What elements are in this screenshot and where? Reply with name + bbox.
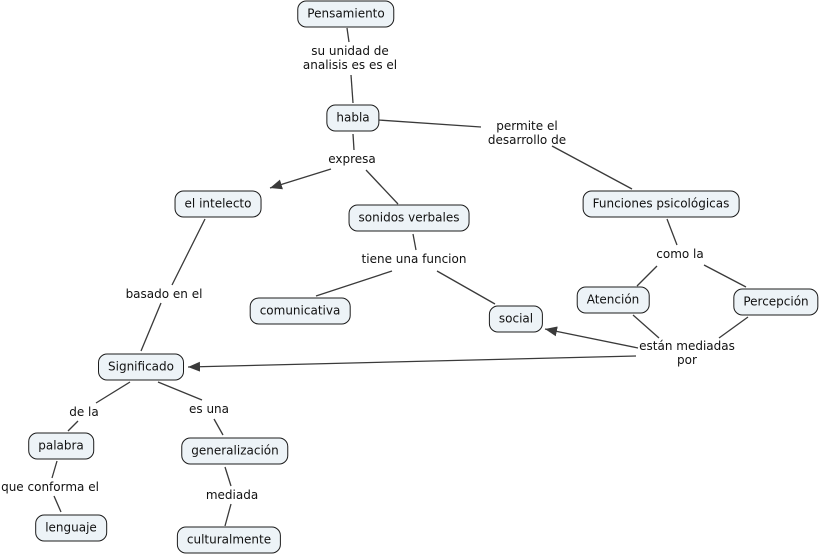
- node-pensamiento[interactable]: Pensamiento: [297, 0, 395, 28]
- edge-label-habla: [350, 74, 354, 104]
- node-percepcion[interactable]: Percepción: [733, 288, 819, 316]
- edge-permite-funciones: [551, 145, 633, 190]
- link-label-expresa[interactable]: expresa: [328, 152, 376, 166]
- node-generalizacion[interactable]: generalización: [181, 437, 289, 465]
- edge-expresa-sonidos: [365, 169, 399, 205]
- edge-pensamiento-label: [346, 27, 350, 43]
- edge-percepcion-estan: [718, 316, 749, 339]
- edge-expresa-el-intelecto: [269, 168, 332, 190]
- link-label-tiene-una-funcion[interactable]: tiene una funcion: [361, 252, 467, 266]
- node-el-intelecto[interactable]: el intelecto: [174, 190, 262, 218]
- edge-tiene-social: [436, 270, 496, 305]
- edge-habla-permite: [377, 119, 482, 128]
- edge-generalizacion-mediada: [224, 466, 232, 487]
- edge-es-una-generalizacion: [213, 418, 224, 436]
- link-label-basado-en-el[interactable]: basado en el: [125, 287, 203, 301]
- edge-estan-significado: [187, 355, 637, 372]
- link-label-es-una[interactable]: es una: [188, 402, 230, 416]
- edge-tiene-comunicativa: [315, 270, 393, 297]
- node-funciones-psicologicas[interactable]: Funciones psicológicas: [582, 190, 740, 218]
- node-habla[interactable]: habla: [326, 104, 380, 132]
- edge-atencion-estan: [632, 314, 660, 339]
- edge-estan-social: [544, 326, 639, 349]
- link-label-permite[interactable]: permite el desarrollo de: [487, 119, 567, 147]
- node-palabra[interactable]: palabra: [28, 432, 94, 460]
- edge-habla-expresa: [352, 133, 355, 151]
- edge-como-la-percepcion: [703, 264, 747, 288]
- node-comunicativa[interactable]: comunicativa: [249, 297, 351, 325]
- edge-basado-significado: [140, 302, 162, 352]
- link-label-estan-mediadas[interactable]: están mediadas por: [639, 339, 735, 367]
- link-label-de-la[interactable]: de la: [69, 405, 99, 419]
- link-label-como-la[interactable]: como la: [656, 247, 704, 261]
- node-atencion[interactable]: Atención: [576, 286, 650, 314]
- edges: [51, 27, 749, 527]
- link-label-su-unidad[interactable]: su unidad de analisis es es el: [302, 44, 398, 72]
- edge-que-conforma-lenguaje: [53, 495, 62, 513]
- edge-de-la-palabra: [67, 420, 79, 432]
- edge-palabra-que-conforma: [51, 460, 58, 479]
- edge-sonidos-tiene: [412, 233, 417, 251]
- node-culturalmente[interactable]: culturalmente: [176, 526, 282, 554]
- node-social[interactable]: social: [488, 305, 544, 333]
- node-sonidos-verbales[interactable]: sonidos verbales: [348, 204, 470, 232]
- edge-significado-es-una: [157, 381, 203, 401]
- node-lenguaje[interactable]: lenguaje: [35, 514, 107, 542]
- link-label-que-conforma-el[interactable]: que conforma el: [1, 480, 99, 494]
- node-significado[interactable]: Significado: [98, 353, 184, 381]
- edge-como-la-atencion: [636, 265, 658, 287]
- edge-mediada-culturalmente: [224, 503, 232, 527]
- link-label-mediada[interactable]: mediada: [205, 488, 259, 502]
- edge-intelecto-basado: [171, 218, 206, 286]
- edge-significado-de-la: [95, 381, 131, 404]
- edge-funciones-como-la: [666, 218, 678, 246]
